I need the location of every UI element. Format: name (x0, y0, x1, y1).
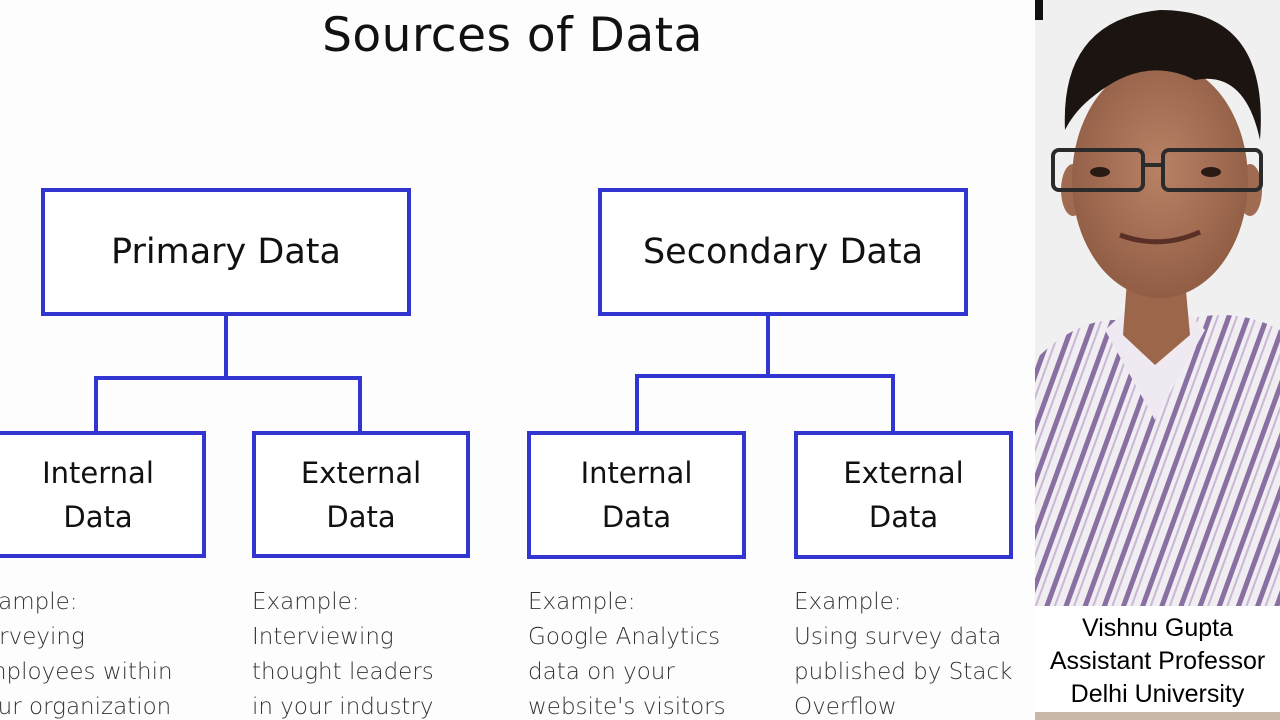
secondary-external-data-label: External Data (843, 456, 964, 534)
secondary-internal-example: Example: Google Analytics data on your w… (528, 589, 726, 720)
secondary-data-label: Secondary Data (642, 232, 924, 272)
primary-internal-data-label: Internal Data (42, 455, 154, 534)
presenter-portrait (1035, 0, 1280, 606)
secondary-internal-data-label: Internal Data (580, 456, 693, 534)
secondary-external-example: Example: Using survey data published by … (794, 589, 1013, 720)
secondary-internal-data-box: Internal Data (527, 431, 746, 559)
primary-external-example: Example: Interviewing thought leaders in… (252, 589, 434, 720)
connector-line (766, 316, 770, 376)
secondary-data-box: Secondary Data (598, 188, 968, 316)
primary-external-data-box: External Data (252, 431, 470, 558)
slide-panel: Sources of Data Primary Data Internal Da… (0, 8, 1013, 720)
connector-line (358, 376, 362, 432)
presenter-caption: Vishnu Gupta Assistant Professor Delhi U… (1035, 606, 1280, 714)
connector-line (94, 376, 98, 432)
primary-internal-data-box: Internal Data (0, 431, 206, 558)
presenter-name: Vishnu Gupta (1081, 614, 1234, 642)
connector-line (224, 316, 228, 378)
photo-edge (1035, 0, 1043, 20)
primary-external-data-label: External Data (300, 455, 422, 534)
secondary-external-data-box: External Data (794, 431, 1013, 559)
connector-line (891, 374, 895, 434)
photo-bottom-strip (1035, 712, 1280, 720)
connector-line (635, 374, 639, 434)
slide-title: Sources of Data (322, 8, 703, 63)
primary-data-label: Primary Data (111, 232, 341, 272)
presenter-role: Assistant Professor (1049, 647, 1266, 675)
primary-data-box: Primary Data (41, 188, 411, 316)
presenter-photo (1035, 0, 1280, 606)
connector-line (635, 374, 895, 378)
primary-internal-example: Example: Surveying employees within your… (0, 589, 173, 720)
presenter-affiliation: Delhi University (1070, 680, 1245, 708)
connector-line (94, 376, 362, 380)
